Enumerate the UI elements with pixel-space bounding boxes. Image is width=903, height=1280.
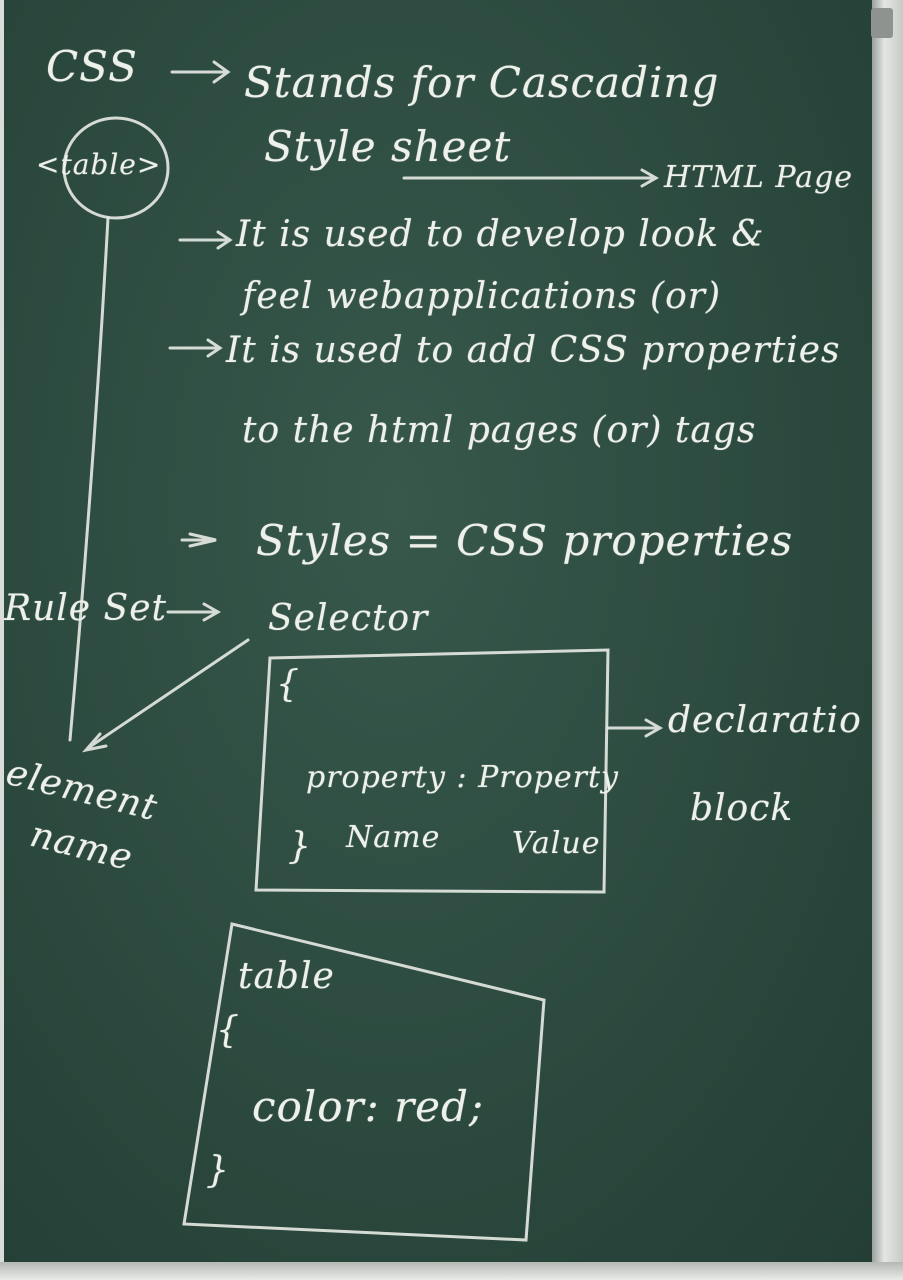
- bullet2-line1: It is used to add CSS properties: [226, 330, 841, 371]
- chalk-drawings: [62, 60, 664, 1242]
- stands-for-text: Stands for Cascading: [244, 58, 720, 107]
- styles-equation: Styles = CSS properties: [256, 516, 794, 565]
- name-text: Name: [346, 820, 441, 855]
- example-declaration: color: red;: [252, 1082, 485, 1131]
- html-page-text: HTML Page: [664, 160, 854, 195]
- style-sheet-text: Style sheet: [264, 122, 512, 171]
- board-frame-bottom: [0, 1262, 903, 1280]
- selector-label: Selector: [268, 598, 429, 639]
- bullet1-line2: feel webapplications (or): [242, 276, 721, 317]
- declaration-label: declaratio: [668, 700, 862, 741]
- table-tag: <table>: [36, 148, 162, 181]
- value-text: Value: [512, 826, 601, 861]
- brace-open: {: [276, 664, 300, 705]
- bullet1-line1: It is used to develop look &: [236, 214, 765, 255]
- example-brace-close: }: [206, 1150, 230, 1191]
- css-term: CSS: [46, 42, 138, 91]
- brace-close: }: [288, 826, 312, 867]
- example-selector: table: [238, 956, 335, 997]
- property-text: property : Property: [306, 760, 619, 795]
- board-clip: [871, 8, 893, 38]
- chalkboard: CSS Stands for Cascading Style sheet HTM…: [4, 0, 872, 1262]
- example-brace-open: {: [216, 1010, 240, 1051]
- board-frame-right: [872, 0, 903, 1280]
- block-label: block: [690, 788, 794, 829]
- ruleset-label: Rule Set: [4, 588, 167, 629]
- bullet2-line2: to the html pages (or) tags: [242, 410, 757, 451]
